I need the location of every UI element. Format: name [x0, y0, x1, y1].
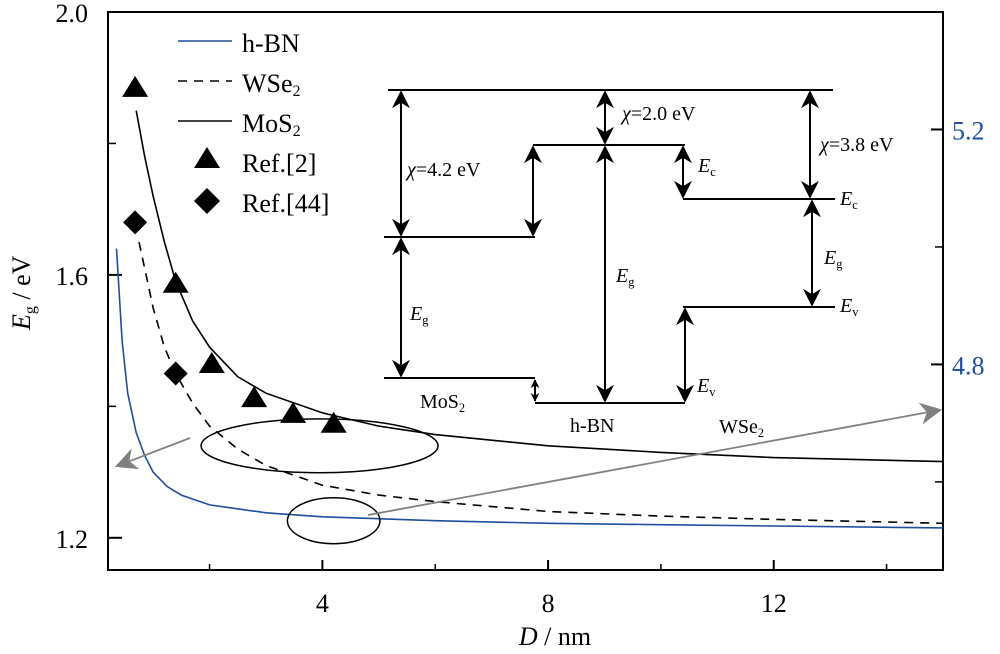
- y2-tick-label: 4.8: [952, 351, 985, 380]
- legend-label: WSe2: [242, 69, 301, 100]
- x-axis-label: D / nm: [518, 622, 591, 651]
- data-point-triangle: [241, 386, 268, 408]
- chi-label-wse2: χ=3.8 eV: [818, 134, 894, 156]
- ec-label: Ec: [697, 155, 716, 179]
- y-tick-label: 2.0: [56, 0, 89, 28]
- series-line-mos2: [135, 110, 943, 463]
- legend-label: Ref.[44]: [242, 189, 329, 218]
- pointer-arrow-right: [367, 402, 943, 516]
- chi-label-hbn: χ=2.0 eV: [620, 103, 696, 125]
- legend-diamond: [194, 188, 220, 214]
- material-label-hbn: h-BN: [570, 415, 614, 437]
- y-tick-label: 1.2: [56, 525, 89, 554]
- legend-label: MoS2: [242, 109, 301, 140]
- chi-label-mos2: χ=4.2 eV: [405, 159, 481, 181]
- legend-label: Ref.[2]: [242, 149, 316, 178]
- y-tick-label: 1.6: [56, 262, 89, 291]
- data-point-triangle: [280, 401, 307, 423]
- data-point-triangle: [162, 271, 189, 293]
- y2-tick-label: 5.2: [952, 116, 985, 145]
- x-tick-label: 8: [542, 589, 555, 618]
- data-point-diamond: [123, 210, 148, 235]
- eg-label: Eg: [823, 247, 842, 271]
- y-axis-label: Eg / eV: [7, 255, 39, 331]
- data-point-triangle: [320, 411, 347, 433]
- series-line-h-bn: [115, 248, 943, 529]
- ev-label: Ev: [839, 295, 859, 319]
- highlight-ellipse: [200, 418, 439, 474]
- ec-label: Ec: [839, 188, 858, 212]
- legend-triangle: [194, 147, 220, 168]
- data-point-triangle: [198, 351, 225, 373]
- pointer-arrow-left: [114, 437, 191, 470]
- x-tick-label: 4: [316, 589, 329, 618]
- series-line-wse2: [138, 241, 943, 525]
- x-tick-label: 12: [761, 589, 787, 618]
- data-point-diamond: [163, 361, 188, 386]
- ev-label: Ev: [696, 375, 716, 399]
- highlight-ellipse: [286, 496, 381, 545]
- plot-frame: [107, 11, 944, 571]
- material-label-mos2: MoS2: [420, 391, 465, 415]
- data-point-triangle: [122, 75, 149, 97]
- eg-label: Eg: [409, 303, 428, 327]
- eg-label: Eg: [615, 265, 634, 289]
- material-label-wse2: WSe2: [719, 416, 764, 440]
- legend-label: h-BN: [242, 29, 300, 58]
